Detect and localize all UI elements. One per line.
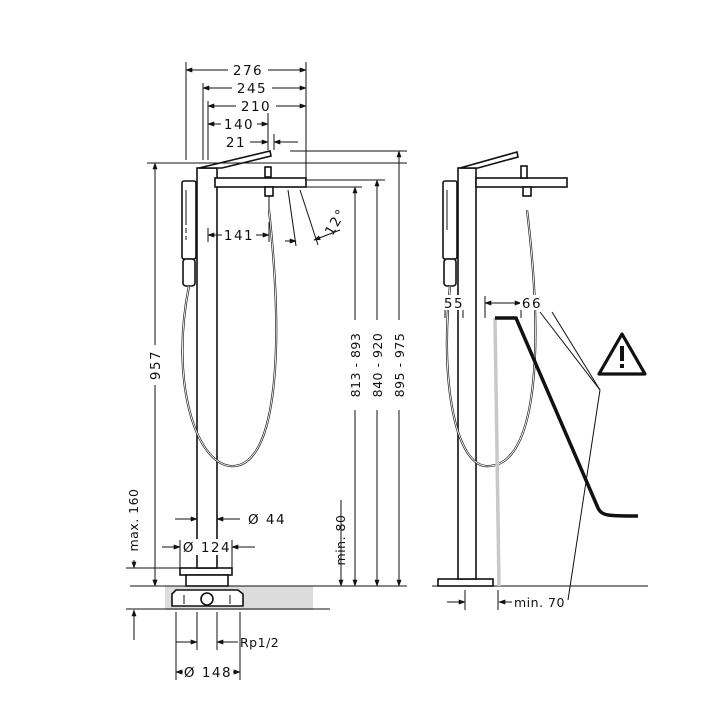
height-range-dimensions: 813 - 893 840 - 920 895 - 975 — [273, 150, 408, 587]
dim-957: 957 — [148, 350, 164, 380]
dim-diameter-44: Ø 44 — [248, 512, 286, 528]
dim-840-920: 840 - 920 — [370, 333, 385, 398]
min-clearance-dimension: min. 70 — [447, 590, 565, 610]
dim-141: 141 — [224, 228, 254, 244]
dim-rp12: Rp1/2 — [240, 635, 279, 650]
front-view: 276 245 210 140 21 141 1 — [124, 61, 408, 681]
width-dimensions: 276 245 210 140 21 — [185, 61, 307, 178]
dim-min-70: min. 70 — [514, 595, 565, 610]
tub-edge-line — [493, 317, 501, 587]
dim-55: 55 — [444, 296, 464, 312]
dim-210: 210 — [241, 99, 271, 115]
side-hose-connector — [522, 186, 532, 197]
hand-shower — [181, 180, 197, 287]
side-hand-shower — [442, 180, 458, 287]
spout-projection-dimension: 141 12° — [207, 189, 350, 247]
base-plate — [185, 574, 229, 587]
base-diameter-dimension: Ø 124 max. 160 — [124, 480, 255, 640]
side-base — [437, 578, 494, 587]
dim-21: 21 — [226, 135, 246, 151]
dim-diameter-148: Ø 148 — [184, 665, 232, 681]
min-depth-dimension: min. 80 — [333, 500, 348, 587]
dim-895-975: 895 - 975 — [392, 333, 407, 398]
dim-140: 140 — [224, 117, 254, 133]
side-lever — [459, 150, 519, 169]
side-spout — [475, 177, 568, 188]
angle-12: 12° — [322, 206, 350, 239]
bathtub-profile — [495, 316, 639, 518]
spout-nozzle — [264, 166, 272, 178]
mixer-lever — [198, 150, 272, 169]
concealed-valve-body — [171, 589, 244, 607]
side-column — [457, 167, 477, 580]
dim-276: 276 — [233, 63, 263, 79]
dim-min-80: min. 80 — [333, 515, 348, 566]
flange-diameter-dimension: Ø 148 — [175, 612, 241, 681]
warning-triangle-icon — [597, 332, 647, 376]
pipe-diameter-dimension: Ø 44 — [175, 510, 286, 530]
dim-diameter-124: Ø 124 — [183, 540, 231, 556]
column — [196, 167, 218, 569]
dim-66: 66 — [522, 296, 542, 312]
side-clearance-dimensions: 55 66 — [444, 295, 601, 601]
spout — [214, 177, 307, 188]
hose-connector — [264, 186, 274, 197]
base-flange — [179, 567, 233, 576]
side-nozzle — [520, 165, 528, 179]
overall-height-dimension: 957 — [146, 162, 407, 587]
side-view: 55 66 min. 70 — [432, 150, 648, 610]
dim-813-893: 813 - 893 — [348, 333, 363, 398]
dim-max-160: max. 160 — [126, 488, 141, 551]
thread-dimension: Rp1/2 — [176, 612, 279, 650]
dim-245: 245 — [237, 81, 267, 97]
